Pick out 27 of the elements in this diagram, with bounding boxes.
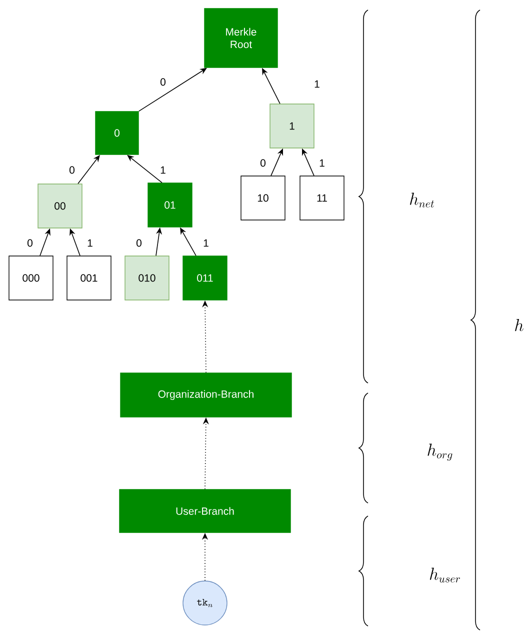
edge-label: 1 xyxy=(160,166,166,174)
tree-node-box: 01 xyxy=(148,182,192,228)
edge-label: 0 xyxy=(69,166,74,174)
edge-label: 1 xyxy=(204,239,208,247)
tree-node-box: 011 xyxy=(182,256,228,300)
tree-node-box: Merkle Root xyxy=(204,8,278,68)
tree-node-box: 00 xyxy=(38,184,82,228)
tree-node-box: 1 xyxy=(270,104,314,148)
height-label: $h_{org}$ xyxy=(428,444,452,460)
tree-node-box: 010 xyxy=(124,256,170,300)
tree-node-box: 0 xyxy=(95,111,139,155)
tree-node-box: User-Branch xyxy=(119,489,291,533)
edge-label: 0 xyxy=(160,78,166,86)
tree-node-box: 10 xyxy=(240,176,286,220)
edge-label: 1 xyxy=(314,80,320,88)
edge-label: 0 xyxy=(260,159,266,167)
height-label: $h_{net}$ xyxy=(410,192,434,208)
edge-label: 0 xyxy=(27,239,32,247)
tree-node-box: 000 xyxy=(8,256,54,300)
height-label: $h_{user}$ xyxy=(430,568,460,582)
tree-node-box: Organization-Branch xyxy=(120,372,292,418)
tree-node-box: 11 xyxy=(300,176,344,220)
edge-label: 0 xyxy=(136,239,142,247)
height-label: $h$ xyxy=(515,319,524,332)
tree-node-box: 001 xyxy=(66,256,112,300)
edge-label: 1 xyxy=(320,159,324,167)
edge-label: 1 xyxy=(88,239,92,247)
